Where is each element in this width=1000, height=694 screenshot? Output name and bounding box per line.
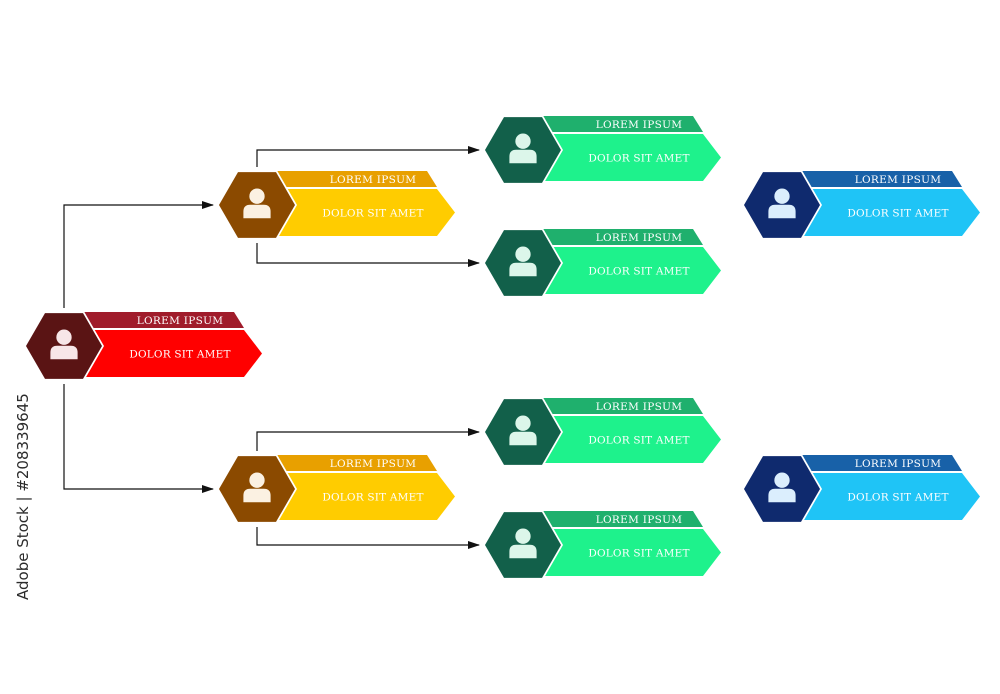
node-leaf2: LOREM IPSUM DOLOR SIT AMET — [483, 228, 721, 298]
node-subtitle: DOLOR SIT AMET — [847, 208, 948, 220]
title-band — [82, 312, 244, 328]
node-subtitle: DOLOR SIT AMET — [588, 153, 689, 165]
node-title: LOREM IPSUM — [596, 514, 683, 526]
subtitle-body — [800, 189, 980, 236]
node-title: LOREM IPSUM — [330, 174, 417, 186]
title-band — [541, 398, 703, 414]
node-side2: LOREM IPSUM DOLOR SIT AMET — [742, 454, 980, 524]
node-subtitle: DOLOR SIT AMET — [588, 266, 689, 278]
node-side1: LOREM IPSUM DOLOR SIT AMET — [742, 170, 980, 240]
subtitle-body — [800, 473, 980, 520]
node-subtitle: DOLOR SIT AMET — [588, 435, 689, 447]
title-band — [800, 171, 962, 187]
node-title: LOREM IPSUM — [855, 458, 942, 470]
node-root: LOREM IPSUM DOLOR SIT AMET — [24, 311, 262, 381]
connector-mid1-leaf1 — [256, 146, 480, 167]
node-leaf1: LOREM IPSUM DOLOR SIT AMET — [483, 115, 721, 185]
node-title: LOREM IPSUM — [596, 232, 683, 244]
subtitle-body — [275, 473, 455, 520]
connector-root-mid2 — [63, 384, 214, 493]
connector-root-mid1 — [63, 201, 214, 308]
node-leaf3: LOREM IPSUM DOLOR SIT AMET — [483, 397, 721, 467]
node-title: LOREM IPSUM — [137, 315, 224, 327]
node-mid2: LOREM IPSUM DOLOR SIT AMET — [217, 454, 455, 524]
node-subtitle: DOLOR SIT AMET — [588, 548, 689, 560]
title-band — [275, 171, 437, 187]
subtitle-body — [541, 247, 721, 294]
connector-layer — [63, 146, 480, 549]
node-subtitle: DOLOR SIT AMET — [322, 492, 423, 504]
title-band — [800, 455, 962, 471]
node-subtitle: DOLOR SIT AMET — [129, 349, 230, 361]
subtitle-body — [541, 134, 721, 181]
connector-mid2-leaf4 — [256, 527, 480, 549]
node-subtitle: DOLOR SIT AMET — [322, 208, 423, 220]
node-title: LOREM IPSUM — [596, 119, 683, 131]
node-title: LOREM IPSUM — [330, 458, 417, 470]
node-subtitle: DOLOR SIT AMET — [847, 492, 948, 504]
subtitle-body — [541, 529, 721, 576]
node-title: LOREM IPSUM — [855, 174, 942, 186]
title-band — [541, 116, 703, 132]
connector-mid2-leaf3 — [256, 428, 480, 451]
connector-mid1-leaf2 — [256, 243, 480, 267]
title-band — [541, 511, 703, 527]
title-band — [541, 229, 703, 245]
title-band — [275, 455, 437, 471]
watermark-text: Adobe Stock | #208339645 — [14, 393, 32, 600]
node-mid1: LOREM IPSUM DOLOR SIT AMET — [217, 170, 455, 240]
node-leaf4: LOREM IPSUM DOLOR SIT AMET — [483, 510, 721, 580]
node-layer: LOREM IPSUM DOLOR SIT AMET LOREM IPSUM DOLO… — [24, 115, 980, 580]
subtitle-body — [82, 330, 262, 377]
subtitle-body — [275, 189, 455, 236]
node-title: LOREM IPSUM — [596, 401, 683, 413]
subtitle-body — [541, 416, 721, 463]
